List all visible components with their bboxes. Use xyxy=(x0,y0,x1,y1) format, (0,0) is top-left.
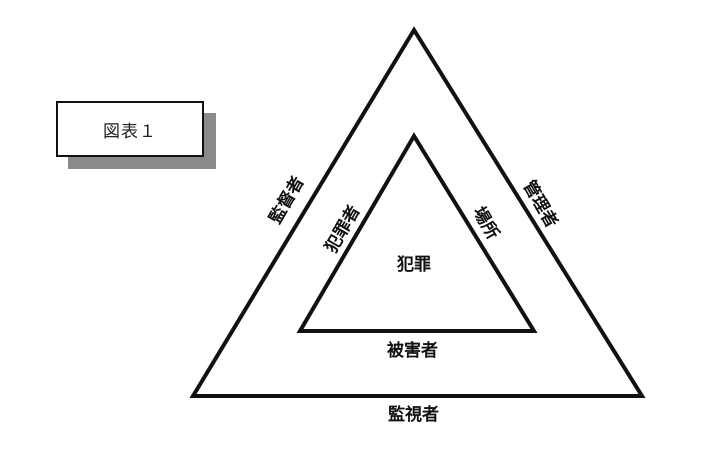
inner-triangle xyxy=(296,132,538,333)
figure-label-text: 図表１ xyxy=(103,121,157,142)
center-label: 犯罪 xyxy=(397,255,431,275)
figure-label: 図表１ xyxy=(56,101,216,169)
figure-label-box: 図表１ xyxy=(56,101,204,157)
outer-triangle xyxy=(189,26,646,398)
inner-bottom-label: 被害者 xyxy=(387,341,438,361)
outer-bottom-label: 監視者 xyxy=(388,405,439,425)
